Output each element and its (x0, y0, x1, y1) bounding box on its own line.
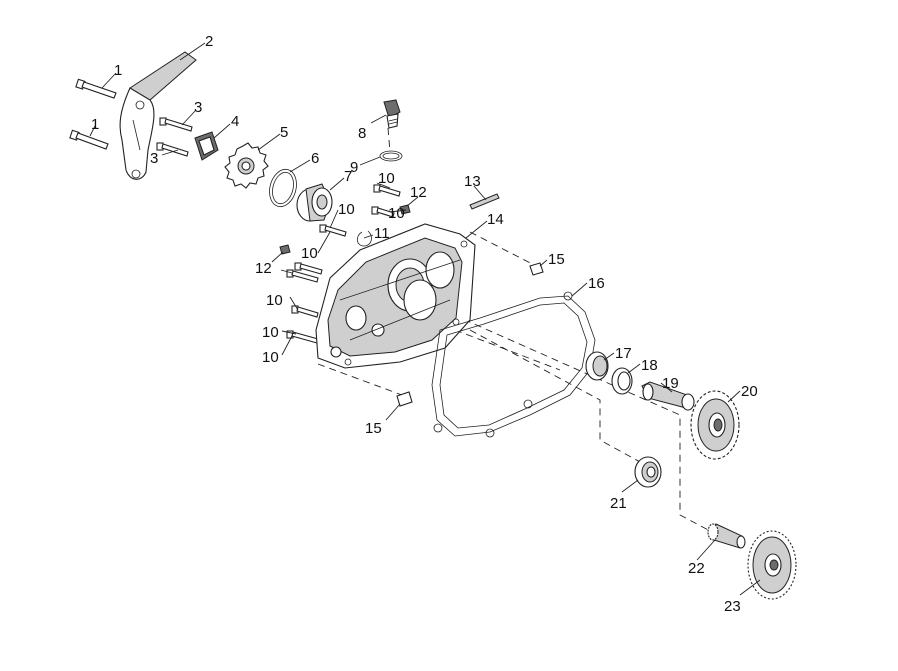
bolt-part-10-top (373, 184, 401, 197)
gear-part-23 (747, 530, 797, 600)
circlip-part-6 (269, 168, 297, 208)
callout-11: 11 (374, 225, 390, 242)
callout-10-top: 10 (378, 170, 395, 187)
o-ring-part-9 (379, 150, 403, 162)
callout-12-left: 12 (255, 260, 272, 277)
sensor-part-8 (383, 99, 401, 129)
screw-part-3-lower (156, 142, 189, 157)
pinion-shaft-part-22 (707, 523, 746, 549)
callout-2: 2 (205, 33, 213, 50)
bolt-part-1-upper (75, 78, 117, 99)
dowel-part-15-lower (396, 391, 413, 407)
callout-22: 22 (688, 560, 705, 577)
callout-6: 6 (311, 150, 319, 167)
callout-16: 16 (588, 275, 605, 292)
callout-19: 19 (662, 375, 679, 392)
bolt-part-10-left-1 (286, 269, 319, 283)
callout-23: 23 (724, 598, 741, 615)
dowel-pin-part-13 (469, 193, 500, 210)
callout-15-upper: 15 (548, 251, 565, 268)
callout-21: 21 (610, 495, 627, 512)
callout-10-left-b: 10 (266, 292, 283, 309)
callout-5: 5 (280, 124, 288, 141)
retainer-plate-part-4 (194, 131, 219, 161)
callout-leader-lines (89, 42, 761, 596)
bearing-part-7 (296, 183, 333, 222)
callout-17: 17 (615, 345, 632, 362)
callout-1-upper: 1 (114, 62, 122, 79)
callout-3-lower: 3 (150, 150, 158, 167)
callout-13: 13 (464, 173, 481, 190)
callout-3-upper: 3 (194, 99, 202, 116)
callout-14: 14 (487, 211, 504, 228)
bolt-part-10-center (319, 224, 347, 237)
callout-1-lower: 1 (91, 116, 99, 133)
callout-10-mid: 10 (388, 205, 405, 222)
callout-18: 18 (641, 357, 658, 374)
callout-10-center: 10 (338, 201, 355, 218)
sprocket-part-5 (224, 142, 269, 189)
callout-20: 20 (741, 383, 758, 400)
gear-part-20 (690, 390, 740, 460)
callout-7: 7 (344, 168, 352, 185)
bolt-part-10-left-2 (291, 305, 319, 318)
callout-15-lower: 15 (365, 420, 382, 437)
screw-part-3-upper (159, 117, 193, 132)
ring-part-18 (611, 367, 633, 395)
nut-part-12-top (399, 204, 411, 215)
bolt-part-10-mid (371, 206, 395, 218)
callout-10-left-d: 10 (262, 349, 279, 366)
clip-part-11 (356, 230, 372, 247)
oil-seal-part-17 (585, 351, 609, 381)
gasket-part-16 (431, 291, 596, 438)
callout-4: 4 (231, 113, 239, 130)
transmission-cover-part-14 (315, 223, 476, 369)
callout-12-top: 12 (410, 184, 427, 201)
callout-10-left-a: 10 (301, 245, 318, 262)
callout-9: 9 (350, 159, 358, 176)
callout-10-left-c: 10 (262, 324, 279, 341)
bearing-part-21 (634, 456, 662, 488)
assembly-axis-lines (317, 127, 713, 533)
bracket-part-2 (119, 51, 197, 180)
callout-8: 8 (358, 125, 366, 142)
shaft-part-19 (641, 381, 695, 411)
dowel-part-15-upper (529, 262, 544, 276)
callout-labels: 1 1 2 3 3 4 5 6 7 8 9 10 10 10 10 10 10 … (91, 33, 758, 615)
bolt-part-1-lower (69, 129, 109, 150)
nut-part-12-left (279, 244, 291, 255)
bolt-part-10-left-4 (294, 262, 323, 275)
